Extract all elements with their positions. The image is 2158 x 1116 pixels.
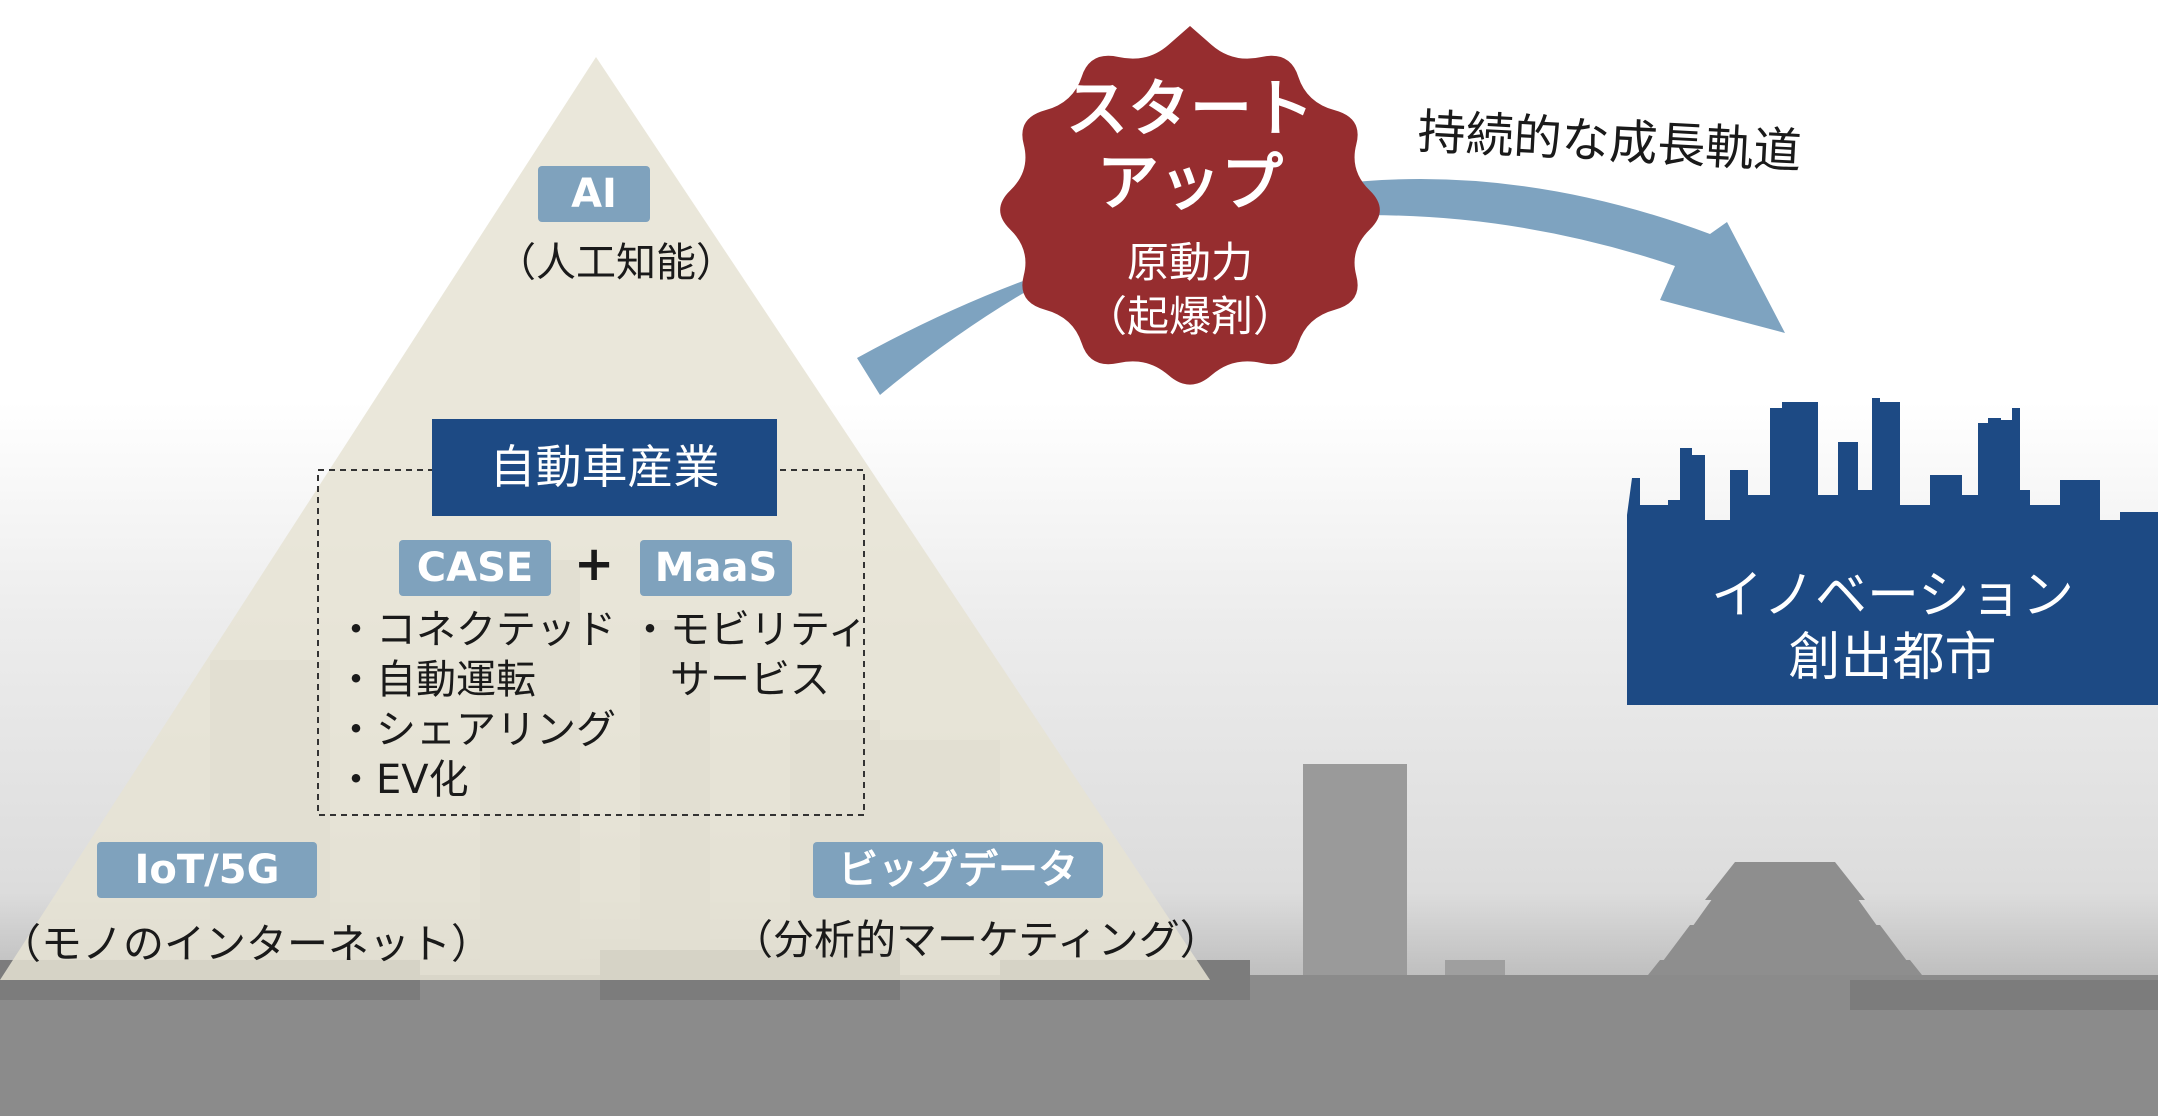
growth-arrow [857,178,1785,395]
industry-dashed-box [317,469,865,816]
case-item: ・EV化 [336,757,469,803]
ai-subtitle: （人工知能） [496,240,736,286]
iot-subtitle: （モノのインターネット） [0,920,492,968]
iot-5g-tag: IoT/5G [97,842,317,898]
case-item: ・シェアリング [336,707,616,753]
startup-subtitle-line1: 原動力 [1126,238,1253,287]
plus-sign: + [574,536,615,592]
innovation-city-line1: イノベーション [1711,566,2074,626]
case-item: ・コネクテッド [336,607,616,653]
startup-title-line1: スタート [1065,72,1314,145]
automotive-industry-title: 自動車産業 [432,419,777,516]
startup-title-line2: アップ [1096,146,1283,219]
maas-item: サービス [630,657,830,703]
pyramid-triangle [0,57,1210,980]
innovation-city-label: イノベーション 創出都市 [1627,565,2158,689]
startup-subtitle: 原動力 （起爆剤） [1040,236,1340,344]
case-item: ・自動運転 [336,657,536,703]
big-data-tag: ビッグデータ [813,842,1103,898]
innovation-city-line2: 創出都市 [1788,628,1997,688]
maas-items-list: ・モビリティ サービス [630,605,868,705]
startup-subtitle-line2: （起爆剤） [1084,292,1295,341]
startup-burst [1000,26,1380,385]
case-tag: CASE [399,540,551,596]
startup-title: スタート アップ [1040,72,1340,220]
maas-item: ・モビリティ [630,607,868,653]
case-items-list: ・コネクテッド ・自動運転 ・シェアリング ・EV化 [336,605,616,805]
big-data-subtitle: （分析的マーケティング） [732,916,1221,964]
city-silhouette [1627,398,2158,705]
ai-tag: AI [538,166,650,222]
maas-tag: MaaS [640,540,792,596]
